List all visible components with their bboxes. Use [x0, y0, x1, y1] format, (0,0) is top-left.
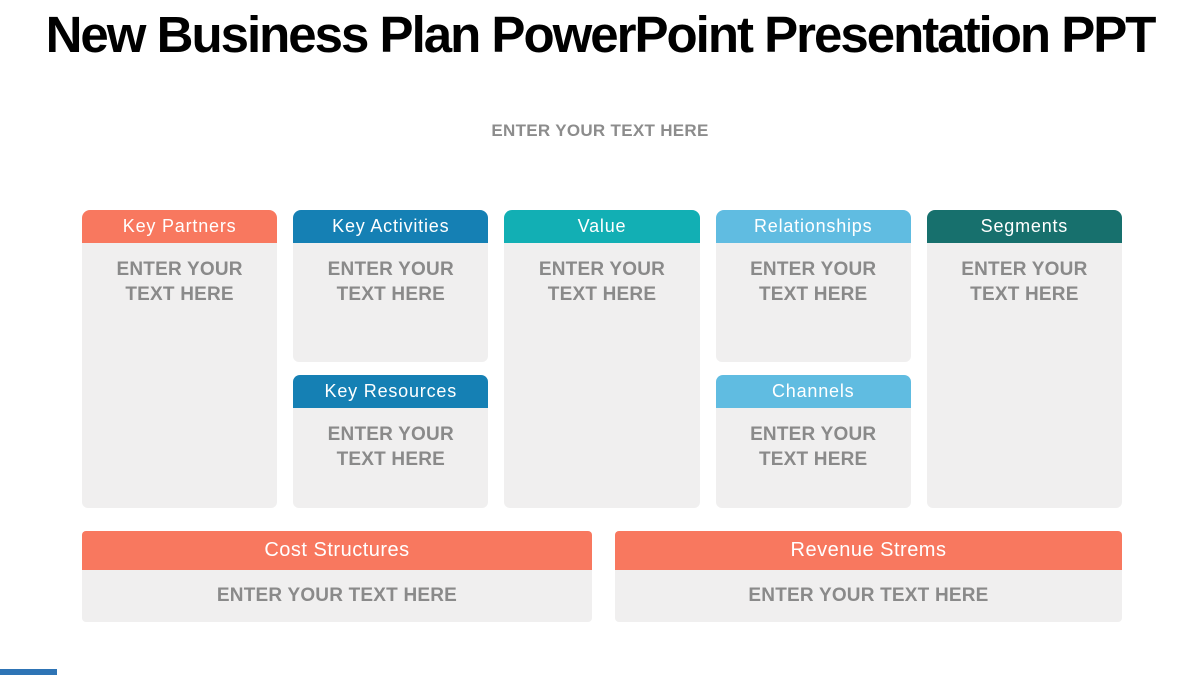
page-title: New Business Plan PowerPoint Presentatio…	[45, 6, 1157, 63]
card-header-key-activities: Key Activities	[293, 210, 489, 243]
card-body-revenue-streams[interactable]: ENTER YOUR TEXT HERE	[615, 570, 1122, 622]
column-gap	[716, 362, 911, 375]
card-revenue-streams: Revenue Strems ENTER YOUR TEXT HERE	[615, 531, 1122, 622]
card-body-segments[interactable]: ENTER YOUR TEXT HERE	[926, 243, 1122, 508]
card-header-channels: Channels	[715, 375, 911, 408]
column-gap	[293, 362, 488, 375]
canvas-grid: Key Partners ENTER YOUR TEXT HERE Key Ac…	[82, 210, 1122, 508]
card-body-cost-structures[interactable]: ENTER YOUR TEXT HERE	[82, 570, 592, 622]
card-body-relationships[interactable]: ENTER YOUR TEXT HERE	[715, 243, 911, 362]
canvas-column-segments: Segments ENTER YOUR TEXT HERE	[926, 210, 1122, 508]
placeholder-text: ENTER YOUR TEXT HERE	[116, 259, 243, 306]
placeholder-text: ENTER YOUR TEXT HERE	[538, 259, 666, 306]
bottom-accent-bar	[0, 669, 57, 675]
card-header-revenue-streams: Revenue Strems	[615, 531, 1122, 570]
card-header-key-resources: Key Resources	[293, 375, 489, 408]
canvas-column-key-partners: Key Partners ENTER YOUR TEXT HERE	[82, 210, 278, 508]
placeholder-text: ENTER YOUR TEXT HERE	[750, 259, 877, 306]
canvas-column-value: Value ENTER YOUR TEXT HERE	[504, 210, 700, 508]
card-header-relationships: Relationships	[715, 210, 911, 243]
card-body-key-resources[interactable]: ENTER YOUR TEXT HERE	[293, 408, 489, 508]
placeholder-text: ENTER YOUR TEXT HERE	[327, 424, 454, 471]
card-body-key-partners[interactable]: ENTER YOUR TEXT HERE	[82, 243, 278, 508]
card-header-key-partners: Key Partners	[82, 210, 278, 243]
placeholder-text: ENTER YOUR TEXT HERE	[961, 259, 1088, 306]
canvas-bottom-row: Cost Structures ENTER YOUR TEXT HERE Rev…	[82, 531, 1122, 622]
card-header-value: Value	[504, 210, 700, 243]
card-header-segments: Segments	[926, 210, 1122, 243]
placeholder-text: ENTER YOUR TEXT HERE	[750, 424, 877, 471]
canvas-column-relationships: Relationships ENTER YOUR TEXT HERE Chann…	[715, 210, 911, 508]
card-body-key-activities[interactable]: ENTER YOUR TEXT HERE	[293, 243, 489, 362]
subtitle-placeholder[interactable]: ENTER YOUR TEXT HERE	[491, 121, 709, 140]
card-body-value[interactable]: ENTER YOUR TEXT HERE	[504, 243, 700, 508]
placeholder-text: ENTER YOUR TEXT HERE	[327, 259, 454, 306]
canvas-column-key-activities: Key Activities ENTER YOUR TEXT HERE Key …	[293, 210, 489, 508]
card-body-channels[interactable]: ENTER YOUR TEXT HERE	[715, 408, 911, 508]
card-cost-structures: Cost Structures ENTER YOUR TEXT HERE	[82, 531, 592, 622]
card-header-cost-structures: Cost Structures	[82, 531, 592, 570]
